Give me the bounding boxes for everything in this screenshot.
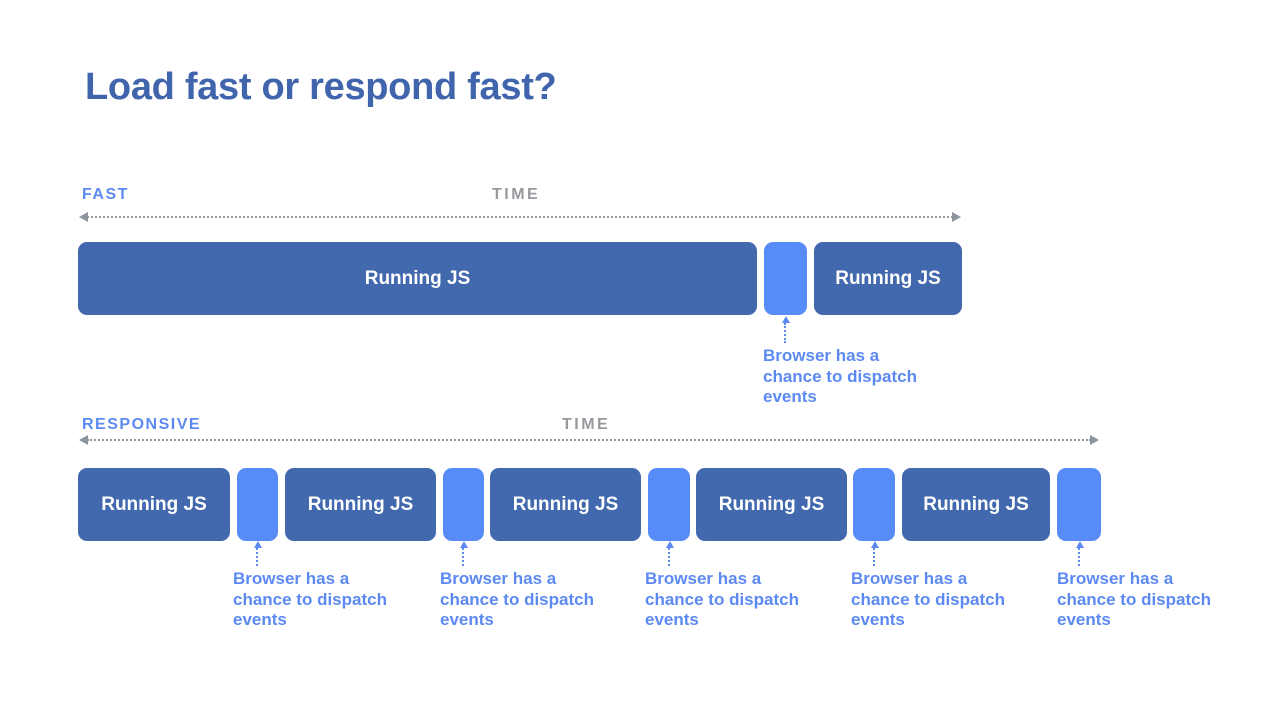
bar-label: Running JS: [718, 493, 825, 515]
bar-label: Running JS: [923, 493, 1029, 515]
running-js-bar: Running JS: [902, 468, 1050, 541]
annotation-text: Browser has a chance to dispatch events: [233, 569, 387, 629]
running-js-bar: Running JS: [696, 468, 847, 541]
running-js-bar: Running JS: [814, 242, 962, 315]
up-arrow-icon: [1076, 541, 1084, 566]
running-js-bar: Running JS: [490, 468, 641, 541]
bar-label: Running JS: [364, 267, 471, 289]
browser-gap-block: [237, 468, 278, 541]
running-js-bar: Running JS: [78, 242, 757, 315]
up-arrow-icon: [666, 541, 674, 566]
annotation-text: Browser has a chance to dispatch events: [440, 569, 594, 629]
up-arrow-icon: [871, 541, 879, 566]
browser-gap-block: [1057, 468, 1101, 541]
browser-gap-block: [764, 242, 807, 315]
browser-gap-block: [443, 468, 484, 541]
annotation-text: Browser has a chance to dispatch events: [645, 569, 799, 629]
annotation-text: Browser has a chance to dispatch events: [851, 569, 1005, 629]
browser-gap-block: [648, 468, 690, 541]
fast-section-label: FAST: [82, 186, 129, 203]
page-title: Load fast or respond fast?: [85, 66, 557, 108]
fast-time-label: TIME: [492, 186, 541, 203]
bar-label: Running JS: [835, 267, 941, 289]
annotation-text: Browser has a chance to dispatch events: [1057, 569, 1211, 629]
up-arrow-icon: [782, 316, 790, 343]
up-arrow-icon: [460, 541, 468, 566]
running-js-bar: Running JS: [285, 468, 436, 541]
browser-gap-block: [853, 468, 895, 541]
annotation-text: Browser has a chance to dispatch events: [763, 346, 917, 406]
running-js-bar: Running JS: [78, 468, 230, 541]
fast-timeline-arrow-icon: [79, 212, 961, 222]
responsive-timeline-arrow-icon: [79, 435, 1099, 445]
up-arrow-icon: [254, 541, 262, 566]
bar-label: Running JS: [512, 493, 619, 515]
bar-label: Running JS: [101, 493, 207, 515]
responsive-time-label: TIME: [562, 416, 611, 433]
responsive-section-label: RESPONSIVE: [82, 416, 202, 433]
bar-label: Running JS: [307, 493, 414, 515]
